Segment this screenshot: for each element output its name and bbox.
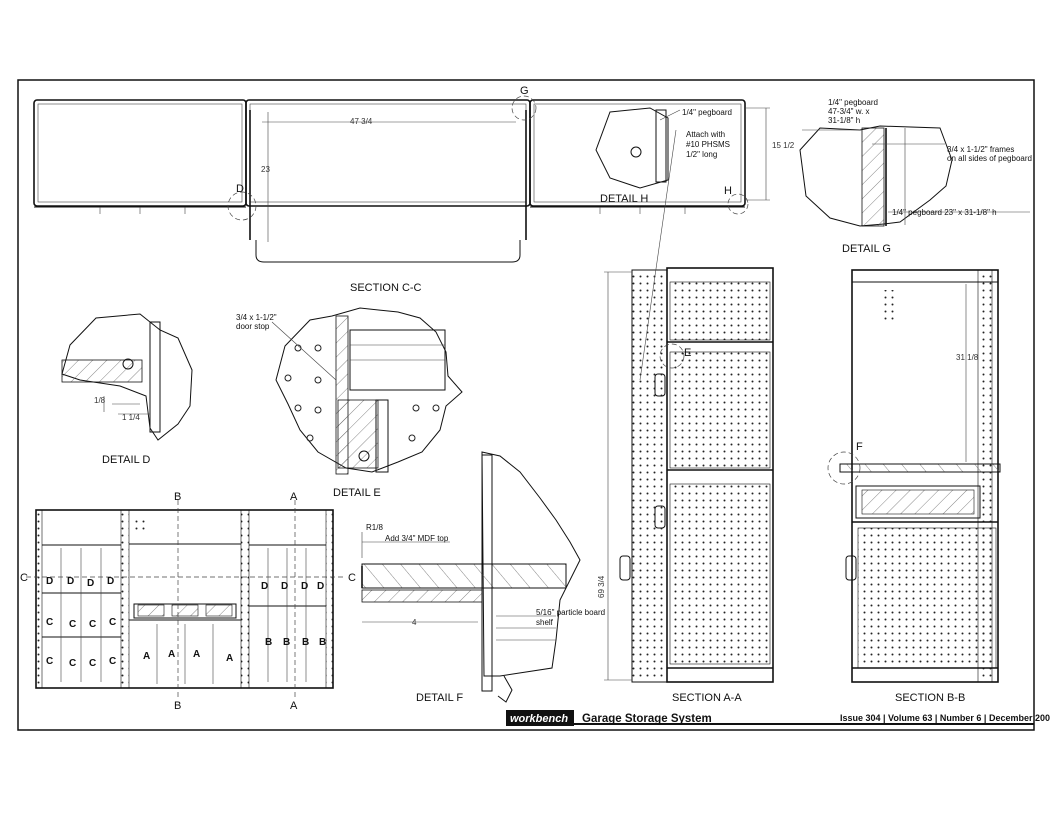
- detail-g-frames-note-2: on all sides of pegboard: [947, 154, 1032, 163]
- cab-label-d8: D: [317, 581, 324, 592]
- detail-e-stop-note-1: 3/4 x 1-1/2": [236, 313, 277, 322]
- section-cc-depth-dim: 23: [261, 165, 270, 174]
- section-cc-drawing: [33, 95, 770, 263]
- detail-h-pegboard-note: 1/4" pegboard: [682, 108, 732, 117]
- cab-label-c7: C: [89, 658, 96, 669]
- callout-d-top: D: [236, 183, 244, 195]
- detail-g-peg-note-2: 47-3/4" w. x: [828, 107, 870, 116]
- detail-h-title: DETAIL H: [600, 193, 648, 205]
- cab-label-a1: A: [143, 651, 150, 662]
- cab-label-a3: A: [193, 649, 200, 660]
- detail-d-gap-dim: 1/8: [94, 396, 106, 405]
- section-aa-height-dim: 69 3/4: [597, 575, 606, 598]
- detail-f-radius-note: R1/8: [366, 523, 383, 532]
- elev-mark-b-bottom: B: [174, 700, 181, 712]
- cab-label-d1: D: [46, 576, 53, 587]
- drawing-title: Garage Storage System: [582, 713, 712, 725]
- section-cc-width-dim: 47 3/4: [350, 117, 373, 126]
- callout-h-top: H: [724, 185, 732, 197]
- detail-g-title: DETAIL G: [842, 243, 891, 255]
- detail-g-frames-note-1: 3/4 x 1-1/2" frames: [947, 145, 1014, 154]
- cab-label-b4: B: [319, 637, 326, 648]
- detail-f-shelf-note-2: shelf: [536, 618, 554, 627]
- cab-label-d7: D: [301, 581, 308, 592]
- issue-info: Issue 304 | Volume 63 | Number 6 | Decem…: [840, 713, 1050, 723]
- section-cc-title: SECTION C-C: [350, 282, 422, 294]
- cab-label-b2: B: [283, 637, 290, 648]
- section-aa-drawing: [604, 129, 774, 683]
- detail-h-height-dim: 15 1/2: [772, 141, 795, 150]
- detail-f-title: DETAIL F: [416, 692, 463, 704]
- cab-label-b1: B: [265, 637, 272, 648]
- cab-label-d4: D: [107, 576, 114, 587]
- elev-mark-c-right: C: [348, 572, 356, 584]
- cab-label-c4: C: [109, 617, 116, 628]
- detail-d-title: DETAIL D: [102, 454, 150, 466]
- detail-f-drawing: [361, 451, 581, 703]
- sheet-border: [17, 79, 1035, 731]
- elev-mark-a-top: A: [290, 491, 298, 503]
- footer-rule: [506, 723, 1034, 725]
- detail-f-depth-dim: 4: [412, 618, 417, 627]
- cab-label-c8: C: [109, 656, 116, 667]
- detail-h-attach-note-1: Attach with: [686, 130, 725, 139]
- callout-f: F: [856, 441, 863, 453]
- brand-box: [506, 710, 574, 726]
- section-bb-drawing: [827, 269, 1001, 683]
- detail-g-drawing: [799, 125, 1030, 227]
- detail-h-attach-note-3: 1/2" long: [686, 150, 717, 159]
- detail-d-width-dim: 1 1/4: [122, 413, 140, 422]
- detail-e-stop-note-2: door stop: [236, 322, 270, 331]
- detail-f-shelf-note-1: 5/16" particle board: [536, 608, 605, 617]
- detail-f-mdf-note: Add 3/4" MDF top: [385, 534, 449, 543]
- callout-e: E: [684, 347, 691, 359]
- detail-h-drawing: [595, 107, 681, 189]
- elev-mark-a-bottom: A: [290, 700, 298, 712]
- cab-label-d6: D: [281, 581, 288, 592]
- elev-mark-c-left: C: [20, 572, 28, 584]
- cab-label-a2: A: [168, 649, 175, 660]
- front-elevation-drawing: [26, 500, 345, 700]
- callout-g-top: G: [520, 85, 529, 97]
- brand-logo: workbench: [510, 713, 568, 725]
- cab-label-c3: C: [89, 619, 96, 630]
- cab-label-c5: C: [46, 656, 53, 667]
- detail-e-drawing: [271, 307, 463, 475]
- cab-label-c6: C: [69, 658, 76, 669]
- detail-g-peg-note-3: 31-1/8" h: [828, 116, 860, 125]
- detail-d-drawing: [61, 313, 193, 441]
- cab-label-c2: C: [69, 619, 76, 630]
- cab-label-c1: C: [46, 617, 53, 628]
- detail-g-peg-note-1: 1/4" pegboard: [828, 98, 878, 107]
- detail-g-bottom-note: 1/4" pegboard 23" x 31-1/8" h: [892, 208, 997, 217]
- cab-label-b3: B: [302, 637, 309, 648]
- cab-label-d5: D: [261, 581, 268, 592]
- section-bb-title: SECTION B-B: [895, 692, 965, 704]
- detail-h-attach-note-2: #10 PHSMS: [686, 140, 730, 149]
- cab-label-d3: D: [87, 578, 94, 589]
- cab-label-d2: D: [67, 576, 74, 587]
- section-aa-title: SECTION A-A: [672, 692, 742, 704]
- cab-label-a4: A: [226, 653, 233, 664]
- detail-e-title: DETAIL E: [333, 487, 381, 499]
- elev-mark-b-top: B: [174, 491, 181, 503]
- section-bb-height-dim: 31 1/8: [956, 353, 979, 362]
